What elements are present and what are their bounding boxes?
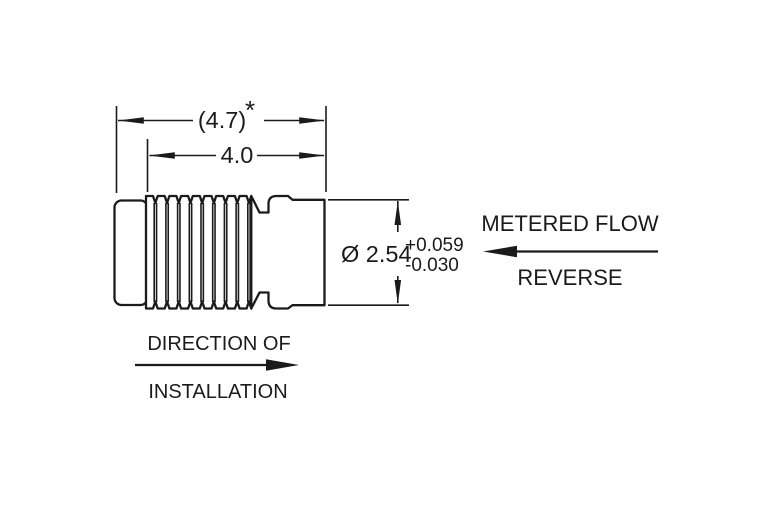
- overall-length-asterisk: *: [245, 95, 255, 125]
- metered-flow-arrowhead-left-icon: [483, 245, 517, 258]
- diameter-tolerance-plus: +0.059: [405, 235, 464, 256]
- diameter-tolerance-minus: -0.030: [405, 255, 459, 276]
- part-right-cylinder: [250, 194, 326, 310]
- thread-length-value: 4.0: [221, 142, 254, 168]
- dim-diameter: Ø 2.54 +0.059 -0.030: [328, 199, 464, 307]
- arrowhead-down-icon: [394, 280, 402, 304]
- diameter-value: Ø 2.54: [341, 241, 412, 267]
- thread-flank-lines: [153, 203, 251, 302]
- reverse-label: REVERSE: [517, 265, 622, 290]
- part-left-cap: [113, 199, 149, 307]
- installation-label: INSTALLATION: [148, 381, 287, 403]
- direction-of-label: DIRECTION OF: [147, 333, 290, 355]
- overall-length-value: (4.7): [198, 107, 246, 133]
- arrowhead-right-icon: [299, 152, 326, 159]
- arrowhead-right-icon: [299, 117, 326, 124]
- part-outline: [113, 194, 326, 310]
- metered-flow-label: METERED FLOW: [481, 211, 658, 236]
- dim-overall-length: (4.7) *: [115, 95, 327, 193]
- arrowhead-left-icon: [148, 152, 175, 159]
- installation-arrowhead-right-icon: [266, 359, 299, 371]
- arrowhead-left-icon: [117, 117, 144, 124]
- metered-flow-annotation: METERED FLOW REVERSE: [481, 211, 658, 290]
- dim-thread-length: 4.0: [146, 139, 326, 192]
- installation-direction-annotation: DIRECTION OF INSTALLATION: [135, 333, 299, 403]
- arrowhead-up-icon: [394, 201, 402, 225]
